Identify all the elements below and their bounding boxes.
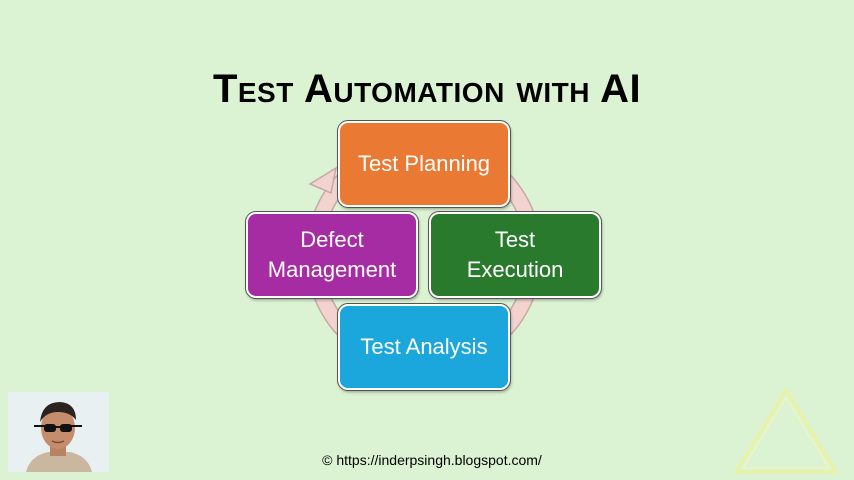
node-test-planning: Test Planning — [337, 120, 511, 208]
presenter-photo-icon — [8, 392, 109, 472]
presenter-avatar — [8, 392, 109, 472]
triangle-logo-icon — [734, 388, 838, 473]
footer-url: © https://inderpsingh.blogspot.com/ — [322, 452, 542, 468]
node-defect-management: Defect Management — [245, 211, 419, 299]
node-test-analysis: Test Analysis — [337, 303, 511, 391]
node-test-execution: Test Execution — [428, 211, 602, 299]
slide-title: Test Automation with AI — [212, 67, 642, 111]
cycle-arrowhead-icon — [308, 166, 338, 195]
